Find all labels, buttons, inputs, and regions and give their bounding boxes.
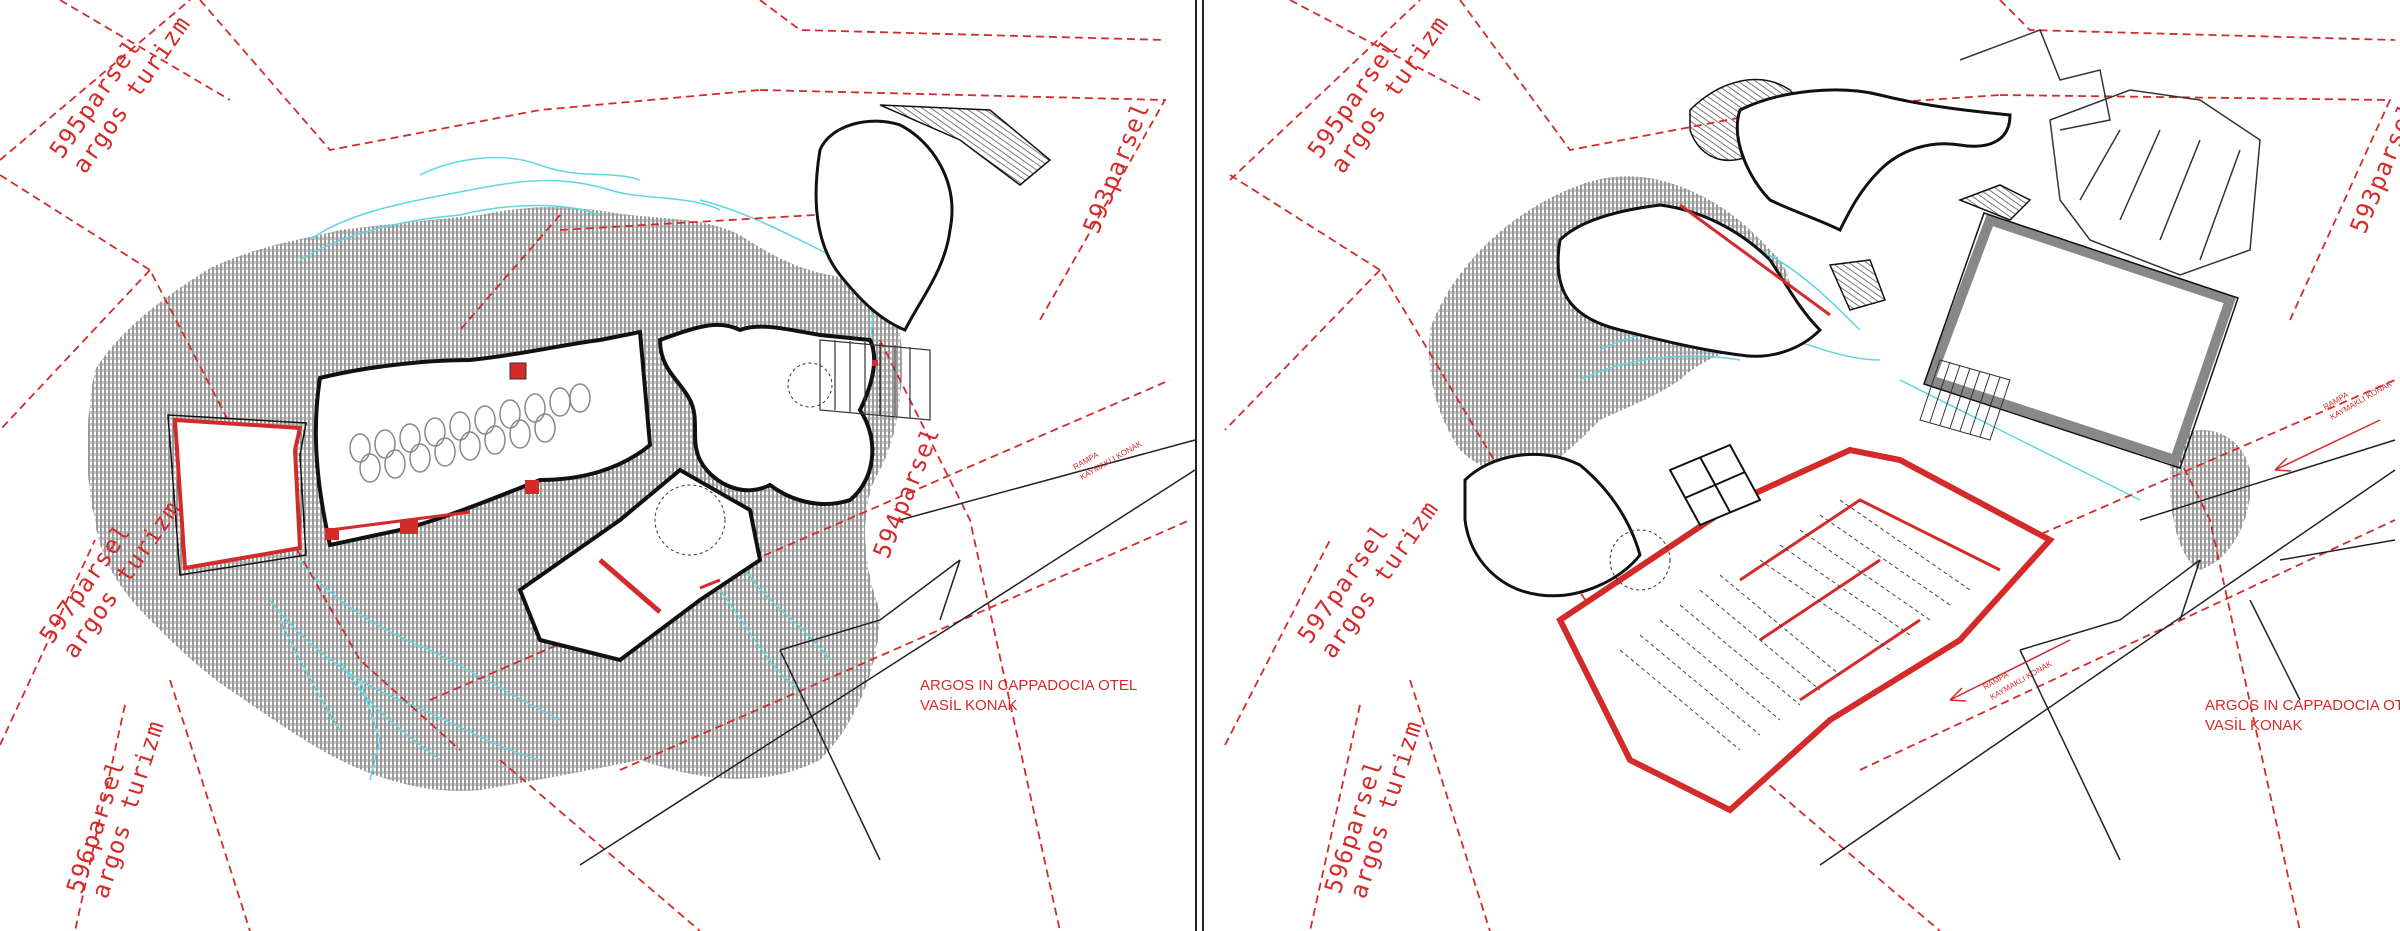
- roof-outline: [2049, 89, 2261, 276]
- window-grid: [1668, 443, 1762, 527]
- contour-lines: [269, 156, 874, 781]
- rock-outline: [1735, 88, 2012, 233]
- ramp-arrow: [1949, 639, 2071, 702]
- rock-outcrop: [1957, 184, 2032, 221]
- cave-room: [1463, 452, 1642, 598]
- site-lines: [1819, 439, 2396, 866]
- red-building: [1556, 446, 2055, 814]
- red-pillar: [325, 528, 339, 540]
- red-pillar: [509, 362, 527, 380]
- hotel-label: ARGOS IN CAPPADOCIA OTEL: [920, 677, 1137, 694]
- panel-divider: [1195, 0, 1204, 931]
- parcel-boundaries: [1224, 0, 2396, 931]
- red-wall-line: [598, 558, 662, 614]
- left-plan: 595parsel argos turizm 593parsel 594pars…: [0, 0, 1196, 931]
- red-pillar: [400, 520, 418, 534]
- door-swing: [1609, 529, 1671, 591]
- hotel-label: ARGOS IN CAPPADOCIA OTEL: [2205, 697, 2400, 714]
- main-hall: [313, 329, 653, 548]
- site-lines: [579, 439, 1196, 866]
- hotel-sublabel: VASİL KONAK: [920, 696, 1018, 714]
- dashed-grid: [1619, 499, 1971, 751]
- red-wall-line: [699, 578, 721, 590]
- ramp-arrow: [2274, 419, 2381, 472]
- hotel-sublabel: VASİL KONAK: [2205, 716, 2303, 734]
- parcel-boundaries: [0, 0, 1191, 931]
- building-block: [1923, 213, 2237, 467]
- door-swing: [787, 362, 833, 408]
- door-swing: [654, 484, 726, 556]
- red-marker: [872, 360, 878, 366]
- parcel-593-label: 593parsel: [1078, 98, 1156, 237]
- red-room: [172, 417, 303, 571]
- rock-outcrop: [879, 104, 1052, 186]
- terrain-hatch: [2170, 430, 2251, 570]
- stair: [1919, 359, 2011, 441]
- red-wall-line: [1679, 203, 1831, 317]
- building-outline: [1923, 212, 2239, 469]
- cave-room: [1556, 203, 1823, 358]
- stair: [819, 339, 931, 421]
- red-room-outline: [167, 414, 307, 576]
- red-pillar: [525, 480, 539, 494]
- south-room: [517, 467, 763, 663]
- seating-ovals: [349, 383, 591, 483]
- roof-outline: [1959, 29, 2111, 131]
- rock-outcrop: [1828, 259, 1886, 311]
- parcel-593-label: 593parsel: [2345, 98, 2400, 237]
- right-plan: 595parsel argos turizm 593parsel 597pars…: [1224, 0, 2400, 931]
- red-building-inner: [1739, 498, 2001, 702]
- rock-outline: [814, 119, 954, 332]
